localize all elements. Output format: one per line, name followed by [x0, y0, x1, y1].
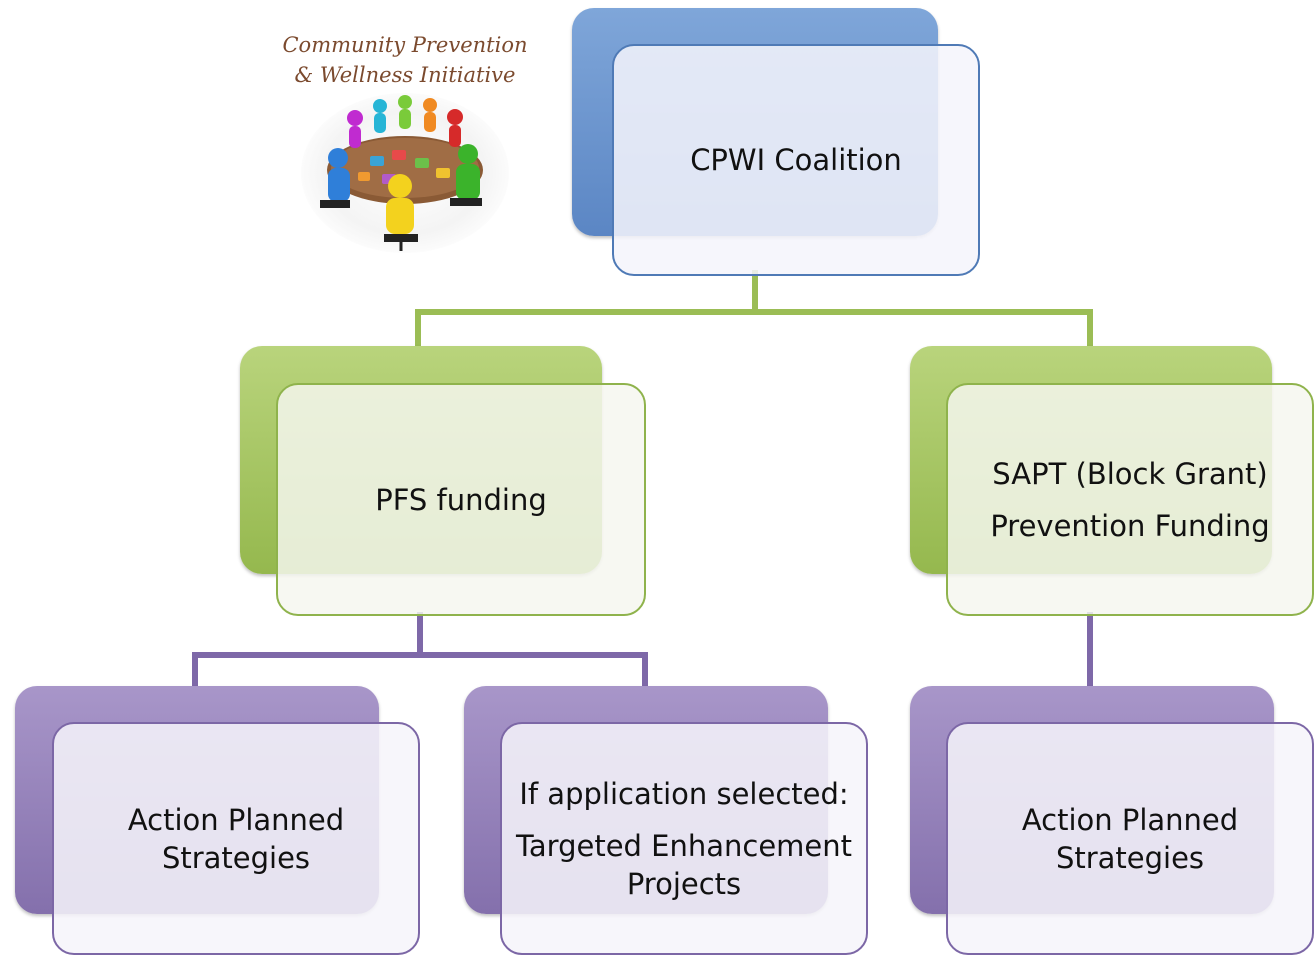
logo-caption: Community Prevention & Wellness Initiati…	[270, 30, 540, 90]
meeting-table-logo	[301, 93, 509, 253]
targeted-label-line3: Projects	[626, 866, 742, 901]
pfs-strategies-label-line1: Action Planned	[127, 802, 345, 837]
sapt-strategies-label-line1: Action Planned	[1021, 802, 1239, 837]
logo-caption-line1: Community Prevention	[282, 33, 528, 57]
sapt-funding-label-line1: SAPT (Block Grant)	[992, 456, 1268, 491]
sapt-funding-node: SAPT (Block Grant) Prevention Funding	[946, 383, 1314, 616]
connector-pfs-to-strategies	[192, 612, 648, 690]
pfs-funding-node: PFS funding	[276, 383, 646, 616]
root-node-label: CPWI Coalition	[690, 143, 902, 177]
root-node: CPWI Coalition	[612, 44, 980, 276]
pfs-strategies-label-line2: Strategies	[161, 840, 311, 875]
sapt-strategies-label-line2: Strategies	[1055, 840, 1205, 875]
targeted-label-line1: If application selected:	[519, 776, 849, 811]
targeted-label-line2: Targeted Enhancement	[515, 828, 853, 863]
pfs-action-strategies-node: Action Planned Strategies	[52, 722, 420, 955]
pfs-funding-label: PFS funding	[375, 482, 547, 517]
sapt-funding-label-line2: Prevention Funding	[990, 508, 1270, 543]
targeted-enhancement-node: If application selected: Targeted Enhanc…	[500, 722, 868, 955]
sapt-action-strategies-node: Action Planned Strategies	[946, 722, 1314, 955]
connector-root-to-funding	[415, 270, 1093, 350]
logo-caption-line2: & Wellness Initiative	[294, 63, 516, 87]
